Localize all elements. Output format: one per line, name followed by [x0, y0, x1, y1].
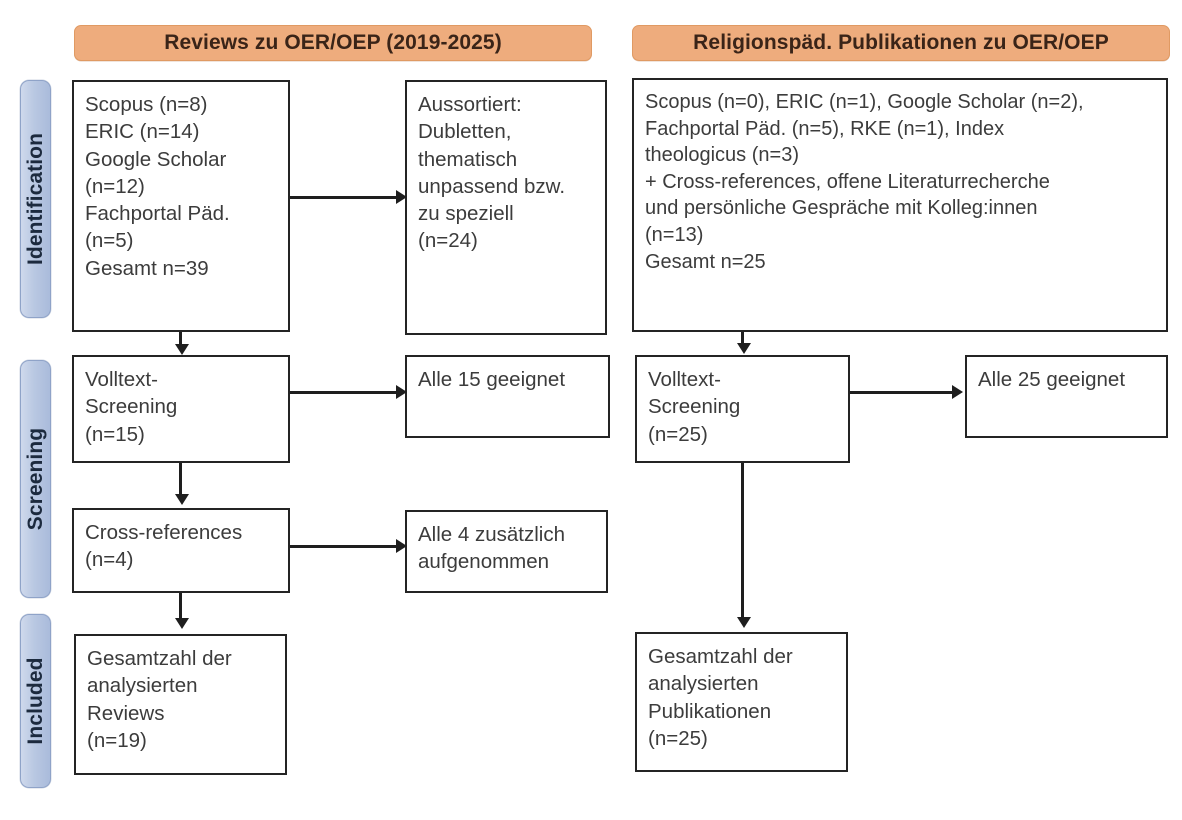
connector-left-identification-to-excluded — [290, 196, 398, 199]
stage-pill-identification: Identification — [20, 80, 51, 318]
stage-pill-screening: Screening — [20, 360, 51, 598]
node-left-identification: Scopus (n=8) ERIC (n=14) Google Scholar … — [72, 80, 290, 332]
stage-label-identification: Identification — [23, 132, 47, 266]
arrowhead-right-screening-to-result — [952, 385, 963, 399]
node-right-screening: Volltext- Screening (n=25) — [635, 355, 850, 463]
connector-right-screening-to-included — [741, 463, 744, 620]
column-header-right: Religionspäd. Publikationen zu OER/OEP — [632, 25, 1170, 61]
arrowhead-right-screening-to-included — [737, 617, 751, 628]
connector-left-crossrefs-to-included — [179, 593, 182, 621]
arrowhead-left-identification-to-excluded — [396, 190, 407, 204]
arrowhead-left-identification-to-screening — [175, 344, 189, 355]
stage-label-included: Included — [23, 657, 47, 745]
connector-right-screening-to-result — [850, 391, 954, 394]
connector-left-identification-to-screening — [179, 332, 182, 348]
arrowhead-left-crossrefs-to-included — [175, 618, 189, 629]
arrowhead-left-screening-to-result — [396, 385, 407, 399]
connector-left-crossrefs-to-result — [290, 545, 398, 548]
connector-left-screening-to-crossrefs — [179, 463, 182, 497]
connector-left-screening-to-result — [290, 391, 398, 394]
node-left-crossrefs-result: Alle 4 zusätzlich aufgenommen — [405, 510, 608, 593]
connector-right-identification-to-screening — [741, 332, 744, 346]
stage-pill-included: Included — [20, 614, 51, 788]
arrowhead-right-identification-to-screening — [737, 343, 751, 354]
node-right-included: Gesamtzahl der analysierten Publikatione… — [635, 632, 848, 772]
node-left-screening-result: Alle 15 geeignet — [405, 355, 610, 438]
stage-label-screening: Screening — [23, 427, 47, 531]
arrowhead-left-crossrefs-to-result — [396, 539, 407, 553]
node-left-included: Gesamtzahl der analysierten Reviews (n=1… — [74, 634, 287, 775]
node-right-identification: Scopus (n=0), ERIC (n=1), Google Scholar… — [632, 78, 1168, 332]
node-left-crossrefs: Cross-references (n=4) — [72, 508, 290, 593]
node-right-screening-result: Alle 25 geeignet — [965, 355, 1168, 438]
node-left-excluded: Aussortiert: Dubletten, thematisch unpas… — [405, 80, 607, 335]
column-header-left: Reviews zu OER/OEP (2019-2025) — [74, 25, 592, 61]
node-left-screening: Volltext- Screening (n=15) — [72, 355, 290, 463]
arrowhead-left-screening-to-crossrefs — [175, 494, 189, 505]
